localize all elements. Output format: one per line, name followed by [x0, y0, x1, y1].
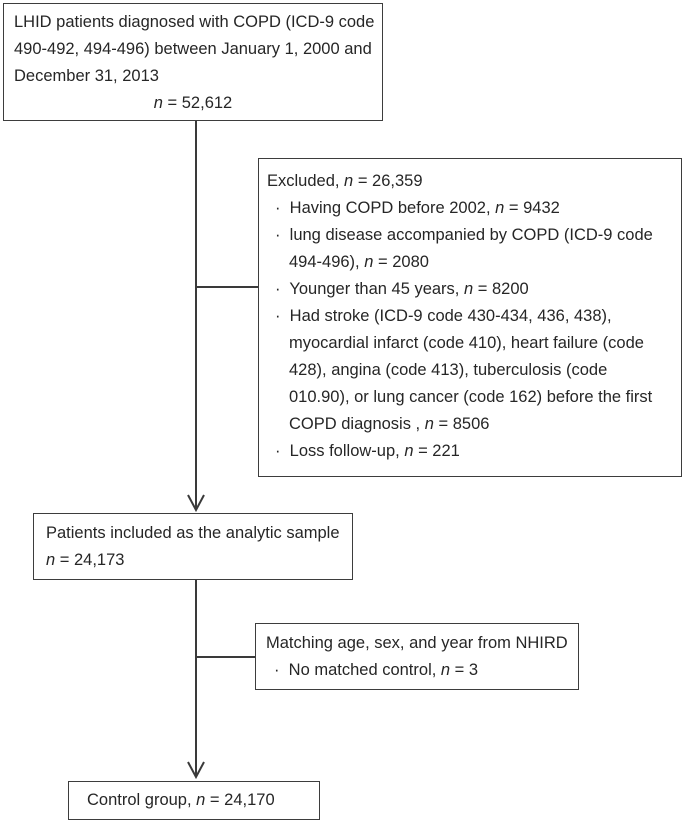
matching-step-box: Matching age, sex, and year from NHIRD · … [255, 623, 579, 690]
text-line: Control group, n = 24,170 [87, 791, 275, 809]
text-line: 010.90), or lung cancer (code 162) befor… [289, 388, 653, 406]
text-line: 428), angina (code 413), tuberculosis (c… [289, 361, 608, 379]
text-line: myocardial infarct (code 410), heart fai… [289, 334, 644, 352]
text-line: · Having COPD before 2002, n = 9432 [275, 199, 560, 217]
text-line: · Loss follow-up, n = 221 [275, 442, 460, 460]
text-line: · No matched control, n = 3 [274, 661, 479, 679]
text-line: December 31, 2013 [14, 67, 159, 85]
text-line: COPD diagnosis , n = 8506 [289, 415, 490, 433]
source-population-box: LHID patients diagnosed with COPD (ICD-9… [3, 3, 383, 121]
text-line: Matching age, sex, and year from NHIRD [266, 634, 568, 652]
text-line: 490-492, 494-496) between January 1, 200… [14, 40, 372, 58]
text-line: · lung disease accompanied by COPD (ICD-… [275, 226, 653, 244]
text-line: · Had stroke (ICD-9 code 430-434, 436, 4… [275, 307, 612, 325]
exclusion-criteria-box: Excluded, n = 26,359 · Having COPD before… [258, 158, 682, 477]
text-line: n = 52,612 [153, 94, 233, 112]
text-line: 494-496), n = 2080 [289, 253, 429, 271]
text-line: Excluded, n = 26,359 [267, 172, 423, 190]
text-line: · Younger than 45 years, n = 8200 [275, 280, 529, 298]
text-line: Patients included as the analytic sample [46, 524, 340, 542]
text-line: LHID patients diagnosed with COPD (ICD-9… [14, 13, 375, 31]
control-group-box: Control group, n = 24,170 [68, 781, 320, 820]
analytic-sample-box: Patients included as the analytic sample… [33, 513, 353, 580]
text-line: n = 24,173 [46, 551, 125, 569]
arrow-down-icon [187, 761, 205, 780]
arrow-down-icon [187, 494, 205, 513]
